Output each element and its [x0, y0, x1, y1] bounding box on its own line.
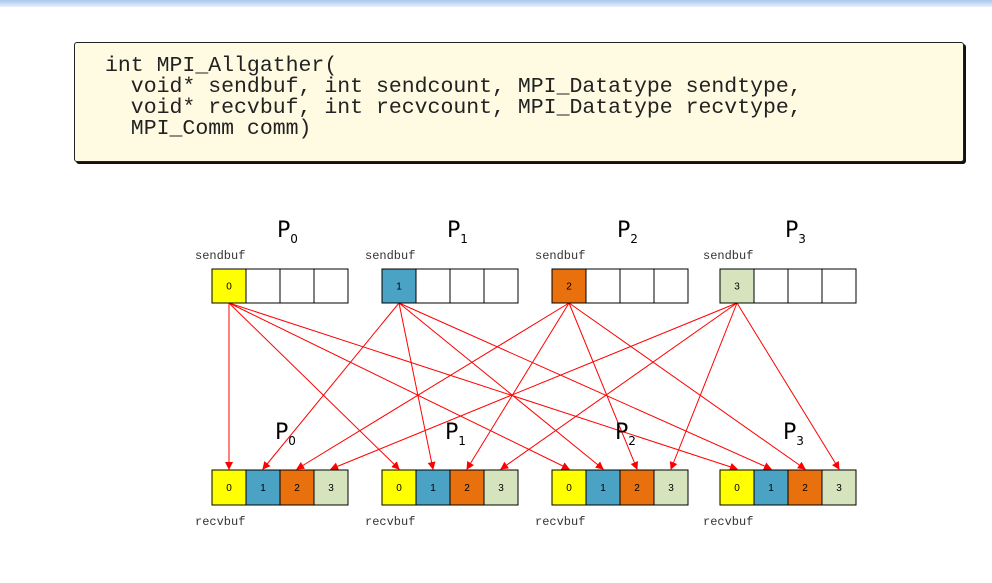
recvbuf-value-p2-2: 2: [634, 483, 640, 494]
arrow-p1-to-p0: [262, 302, 400, 470]
process-label-top-3: P3: [785, 218, 806, 246]
sendbuf-cell-p0-1: [245, 268, 281, 304]
sendbuf-value-p0: 0: [226, 282, 232, 293]
recvbuf-value-p2-1: 1: [600, 483, 606, 494]
recvbuf-cell-p0-3: [313, 469, 349, 506]
sendbuf-cell-p1-1: [415, 268, 451, 304]
sendbuf-cell-p1-2: [449, 268, 485, 304]
arrow-p0-to-p1: [228, 302, 400, 470]
recvbuf-cell-p3-1: [753, 469, 789, 506]
arrow-p0-to-p2: [228, 302, 570, 470]
recvbuf-value-p0-0: 0: [226, 483, 232, 494]
sendbuf-cell-p2-0: [551, 268, 587, 304]
sendbuf-cell-p1-3: [483, 268, 519, 304]
process-label-top-0: P0: [277, 218, 298, 246]
arrow-p0-to-p3: [228, 302, 738, 471]
recvbuf-cell-p0-0: [211, 469, 247, 506]
arrow-p1-to-p1: [398, 302, 436, 470]
sendbuf-value-p3: 3: [734, 282, 740, 293]
recvbuf-cell-p3-0: [719, 469, 755, 506]
process-label-bottom-3: P3: [783, 420, 804, 448]
recvbuf-value-p2-0: 0: [566, 483, 572, 494]
recvbuf-cell-p0-2: [279, 469, 315, 506]
sendbuf-cell-p1-0: [381, 268, 417, 304]
recvbuf-label-3: recvbuf: [703, 515, 753, 529]
recvbuf-label-1: recvbuf: [365, 515, 415, 529]
recvbuf-value-p0-1: 1: [260, 483, 266, 494]
recvbuf-cell-p3-3: [821, 469, 857, 506]
recvbuf-value-p0-3: 3: [328, 483, 334, 494]
recvbuf-cell-p2-2: [619, 469, 655, 506]
process-label-top-2: P2: [617, 218, 638, 246]
recvbuf-label-0: recvbuf: [195, 515, 245, 529]
sendbuf-cell-p3-2: [787, 268, 823, 304]
recvbuf-value-p0-2: 2: [294, 483, 300, 494]
arrow-p2-to-p0: [296, 302, 570, 470]
arrow-p3-to-p3: [736, 302, 840, 470]
sendbuf-cell-p0-3: [313, 268, 349, 304]
arrow-p1-to-p2: [398, 302, 604, 470]
sendbuf-value-p1: 1: [396, 282, 402, 293]
sendbuf-cell-p3-1: [753, 268, 789, 304]
arrow-p3-to-p2: [669, 302, 738, 470]
arrow-p3-to-p1: [500, 302, 738, 470]
recvbuf-cell-p1-1: [415, 469, 451, 506]
process-label-bottom-1: P1: [445, 420, 466, 448]
code-line: void* recvbuf, int recvcount, MPI_Dataty…: [105, 96, 802, 120]
code-line: MPI_Comm comm): [105, 117, 312, 141]
code-line: int MPI_Allgather(: [105, 54, 338, 78]
recvbuf-label-2: recvbuf: [535, 515, 585, 529]
process-label-bottom-0: P0: [275, 420, 296, 448]
sendbuf-cell-p2-1: [585, 268, 621, 304]
sendbuf-cell-p0-2: [279, 268, 315, 304]
recvbuf-value-p1-1: 1: [430, 483, 436, 494]
arrow-p2-to-p3: [568, 302, 806, 470]
recvbuf-cell-p0-1: [245, 469, 281, 506]
recvbuf-value-p3-3: 3: [836, 483, 842, 494]
recvbuf-cell-p1-3: [483, 469, 519, 506]
process-label-top-1: P1: [447, 218, 468, 246]
code-signature-box: int MPI_Allgather( void* sendbuf, int se…: [74, 42, 964, 162]
recvbuf-value-p2-3: 3: [668, 483, 674, 494]
recvbuf-value-p3-0: 0: [734, 483, 740, 494]
sendbuf-cell-p3-0: [719, 268, 755, 304]
arrow-p2-to-p2: [568, 302, 639, 470]
recvbuf-value-p3-2: 2: [802, 483, 808, 494]
sendbuf-cell-p3-3: [821, 268, 857, 304]
sendbuf-label-0: sendbuf: [195, 249, 245, 263]
recvbuf-value-p1-0: 0: [396, 483, 402, 494]
sendbuf-cell-p2-2: [619, 268, 655, 304]
arrow-p2-to-p1: [466, 302, 570, 470]
recvbuf-cell-p1-2: [449, 469, 485, 506]
arrow-p1-to-p3: [398, 302, 772, 470]
recvbuf-value-p3-1: 1: [768, 483, 774, 494]
sendbuf-label-2: sendbuf: [535, 249, 585, 263]
code-line: void* sendbuf, int sendcount, MPI_Dataty…: [105, 75, 802, 99]
recvbuf-value-p1-3: 3: [498, 483, 504, 494]
arrow-p3-to-p0: [330, 302, 738, 471]
sendbuf-label-3: sendbuf: [703, 249, 753, 263]
top-accent-strip: [0, 0, 992, 7]
recvbuf-cell-p3-2: [787, 469, 823, 506]
recvbuf-value-p1-2: 2: [464, 483, 470, 494]
sendbuf-label-1: sendbuf: [365, 249, 415, 263]
process-label-bottom-2: P2: [615, 420, 636, 448]
recvbuf-cell-p2-3: [653, 469, 689, 506]
sendbuf-cell-p2-3: [653, 268, 689, 304]
sendbuf-value-p2: 2: [566, 282, 572, 293]
